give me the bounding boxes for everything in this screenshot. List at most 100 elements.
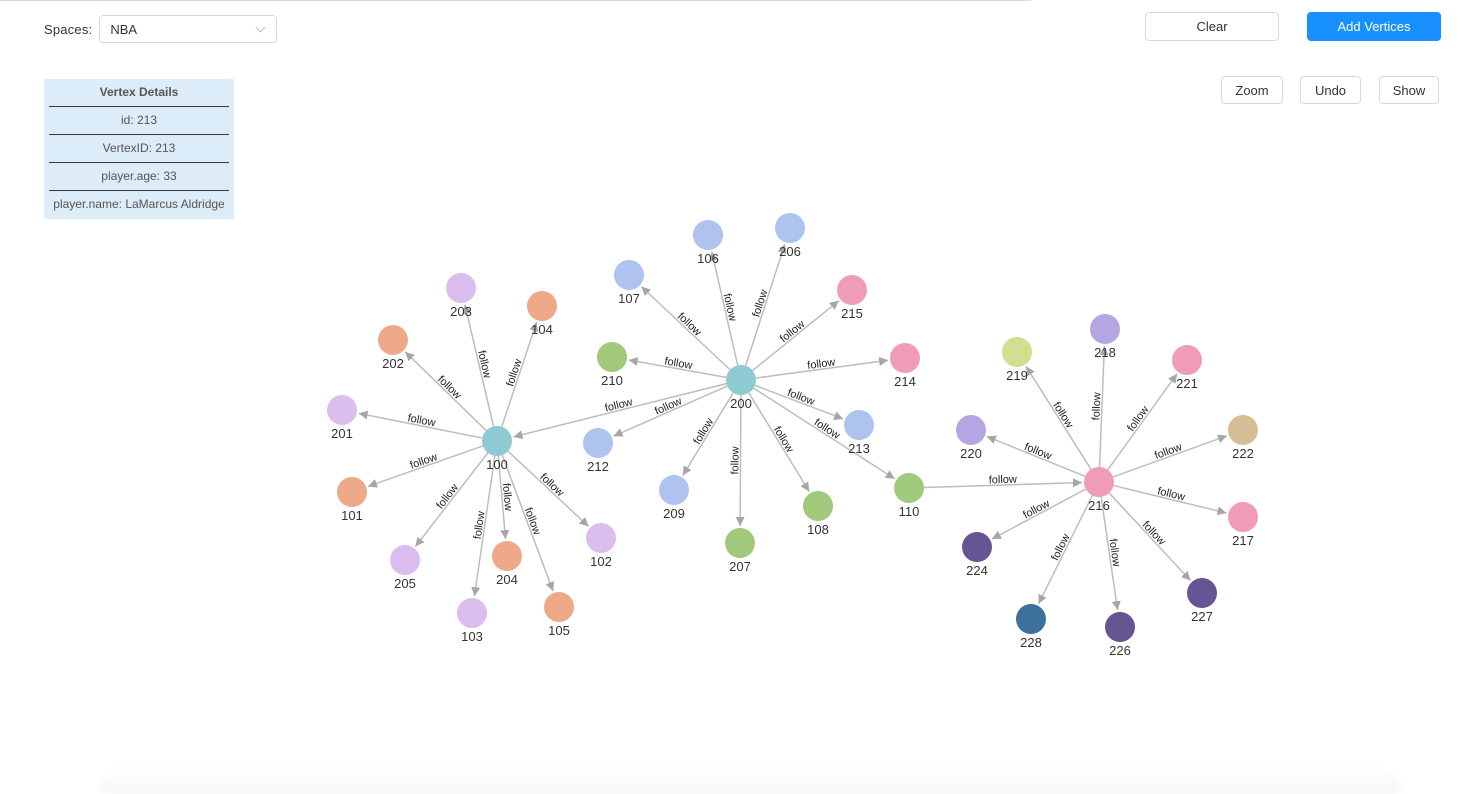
edge-200-209[interactable]: follow (682, 392, 734, 476)
vertex-circle[interactable] (1187, 578, 1217, 608)
vertex-circle[interactable] (659, 475, 689, 505)
vertex-110[interactable]: 110 (894, 473, 924, 519)
edge-216-220[interactable]: follow (986, 435, 1086, 478)
vertex-circle[interactable] (962, 532, 992, 562)
edge-216-228[interactable]: follow (1037, 495, 1094, 605)
vertex-102[interactable]: 102 (586, 523, 616, 569)
vertex-207[interactable]: 207 (725, 528, 755, 574)
vertex-108[interactable]: 108 (803, 491, 833, 537)
vertex-circle[interactable] (894, 473, 924, 503)
edge-200-100[interactable]: follow (513, 382, 727, 440)
vertex-221[interactable]: 221 (1172, 345, 1202, 391)
vertex-circle[interactable] (725, 528, 755, 558)
vertex-200[interactable]: 200 (726, 365, 756, 411)
vertex-circle[interactable] (527, 291, 557, 321)
vertex-213[interactable]: 213 (844, 410, 874, 456)
vertex-206[interactable]: 206 (775, 213, 805, 259)
vertex-circle[interactable] (837, 275, 867, 305)
spaces-dropdown[interactable]: NBA (99, 15, 278, 43)
vertex-105[interactable]: 105 (544, 592, 574, 638)
edge-216-227[interactable]: follow (1108, 492, 1191, 582)
vertex-228[interactable]: 228 (1016, 604, 1046, 650)
vertex-circle[interactable] (1172, 345, 1202, 375)
edge-100-102[interactable]: follow (507, 450, 590, 527)
vertex-circle[interactable] (327, 395, 357, 425)
vertex-103[interactable]: 103 (457, 598, 487, 644)
edge-216-224[interactable]: follow (991, 488, 1087, 540)
vertex-212[interactable]: 212 (583, 428, 613, 474)
vertex-219[interactable]: 219 (1002, 337, 1032, 383)
edge-200-207[interactable]: follow (729, 394, 745, 527)
vertex-circle[interactable] (492, 541, 522, 571)
edge-216-217[interactable]: follow (1113, 484, 1227, 516)
vertex-circle[interactable] (1105, 612, 1135, 642)
zoom-button[interactable]: Zoom (1221, 76, 1283, 104)
vertex-227[interactable]: 227 (1187, 578, 1217, 624)
vertex-circle[interactable] (726, 365, 756, 395)
edge-200-210[interactable]: follow (628, 355, 727, 379)
vertex-circle[interactable] (583, 428, 613, 458)
vertex-circle[interactable] (378, 325, 408, 355)
vertex-circle[interactable] (1228, 502, 1258, 532)
vertex-218[interactable]: 218 (1090, 314, 1120, 360)
edge-200-214[interactable]: follow (755, 356, 889, 379)
vertex-circle[interactable] (614, 260, 644, 290)
vertex-circle[interactable] (457, 598, 487, 628)
show-button[interactable]: Show (1379, 76, 1439, 104)
vertex-226[interactable]: 226 (1105, 612, 1135, 658)
edge-200-213[interactable]: follow (754, 384, 844, 420)
vertex-204[interactable]: 204 (492, 541, 522, 587)
vertex-circle[interactable] (1090, 314, 1120, 344)
vertex-circle[interactable] (544, 592, 574, 622)
vertex-100[interactable]: 100 (482, 426, 512, 472)
edge-216-226[interactable]: follow (1100, 496, 1122, 611)
vertex-222[interactable]: 222 (1228, 415, 1258, 461)
vertex-circle[interactable] (337, 477, 367, 507)
edge-200-107[interactable]: follow (640, 286, 731, 371)
edge-200-108[interactable]: follow (748, 392, 810, 492)
vertex-224[interactable]: 224 (962, 532, 992, 578)
vertex-205[interactable]: 205 (390, 545, 420, 591)
edge-216-218[interactable]: follow (1090, 345, 1109, 468)
vertex-104[interactable]: 104 (527, 291, 557, 337)
vertex-217[interactable]: 217 (1228, 502, 1258, 548)
vertex-circle[interactable] (1084, 467, 1114, 497)
vertex-circle[interactable] (1002, 337, 1032, 367)
vertex-circle[interactable] (890, 343, 920, 373)
edge-216-222[interactable]: follow (1112, 434, 1228, 478)
edge-100-103[interactable]: follow (471, 455, 496, 597)
vertex-circle[interactable] (597, 342, 627, 372)
vertex-circle[interactable] (446, 273, 476, 303)
vertex-circle[interactable] (482, 426, 512, 456)
vertex-circle[interactable] (803, 491, 833, 521)
vertex-210[interactable]: 210 (597, 342, 627, 388)
vertex-201[interactable]: 201 (327, 395, 357, 441)
vertex-203[interactable]: 203 (446, 273, 476, 319)
vertex-circle[interactable] (586, 523, 616, 553)
vertex-circle[interactable] (1228, 415, 1258, 445)
vertex-circle[interactable] (956, 415, 986, 445)
edge-100-101[interactable]: follow (367, 445, 484, 488)
vertex-202[interactable]: 202 (378, 325, 408, 371)
vertex-220[interactable]: 220 (956, 415, 986, 461)
vertex-209[interactable]: 209 (659, 475, 689, 521)
vertex-circle[interactable] (390, 545, 420, 575)
vertex-101[interactable]: 101 (337, 477, 367, 523)
edge-100-204[interactable]: follow (497, 455, 514, 540)
edge-200-206[interactable]: follow (744, 243, 787, 366)
vertex-circle[interactable] (693, 220, 723, 250)
clear-button[interactable]: Clear (1145, 12, 1279, 41)
edge-100-201[interactable]: follow (358, 410, 483, 439)
edge-100-104[interactable]: follow (501, 321, 539, 428)
edge-110-216[interactable]: follow (923, 474, 1083, 489)
edge-200-106[interactable]: follow (709, 251, 739, 366)
vertex-circle[interactable] (775, 213, 805, 243)
vertex-216[interactable]: 216 (1084, 467, 1114, 513)
vertex-215[interactable]: 215 (837, 275, 867, 321)
add-vertices-button[interactable]: Add Vertices (1307, 12, 1441, 41)
undo-button[interactable]: Undo (1300, 76, 1361, 104)
vertex-107[interactable]: 107 (614, 260, 644, 306)
vertex-circle[interactable] (844, 410, 874, 440)
vertex-106[interactable]: 106 (693, 220, 723, 266)
